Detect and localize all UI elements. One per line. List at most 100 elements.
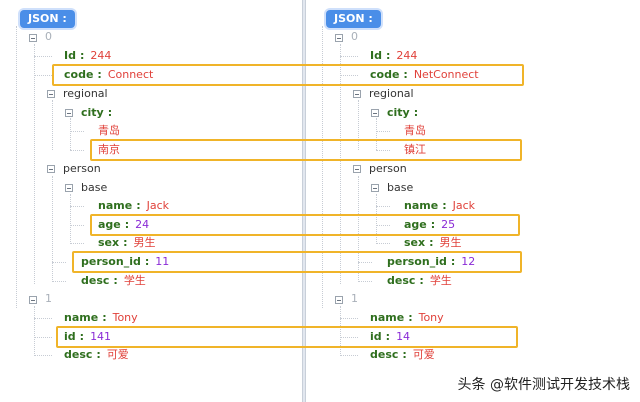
city-value: 青岛 xyxy=(404,124,426,137)
field-age: age:24 xyxy=(98,217,149,233)
field-value: 男生 xyxy=(133,236,156,249)
tree-guide xyxy=(340,355,358,356)
field-name: name: Jack xyxy=(404,198,475,214)
field-colon: : xyxy=(385,49,391,62)
field-key: sex xyxy=(98,236,120,249)
object-key-regional: regional xyxy=(63,87,108,100)
field-key: name xyxy=(404,199,439,212)
collapse-toggle-icon[interactable] xyxy=(47,165,55,173)
tree-guide xyxy=(52,100,53,150)
field-key: id xyxy=(64,330,76,343)
field-key: name xyxy=(370,311,405,324)
tree-guide xyxy=(376,194,377,244)
json-root-label[interactable]: JSON : xyxy=(326,10,381,28)
collapse-toggle-icon[interactable] xyxy=(371,109,379,117)
tree-guide xyxy=(358,176,359,282)
field-colon: : xyxy=(124,218,130,231)
field-desc: desc:学生 xyxy=(387,273,452,289)
field-key: person_id xyxy=(387,255,447,268)
field-person-id: person_id:11 xyxy=(81,254,169,270)
array-index: 1 xyxy=(351,292,358,305)
field-key: Id xyxy=(64,49,76,62)
tree-guide xyxy=(376,131,390,132)
collapse-toggle-icon[interactable] xyxy=(29,296,37,304)
collapse-toggle-icon[interactable] xyxy=(65,109,73,117)
field-value: Jack xyxy=(452,199,475,212)
field-colon: : xyxy=(403,68,408,81)
tree-guide xyxy=(70,118,71,150)
tree-guide xyxy=(34,75,52,76)
field-key: age xyxy=(98,218,121,231)
object-key-base: base xyxy=(387,181,414,194)
array-key-city: city: xyxy=(387,105,424,121)
field-key: desc xyxy=(81,274,110,287)
tree-guide xyxy=(340,44,341,284)
field-key: desc xyxy=(387,274,416,287)
watermark-text: 头条 @软件测试开发技术栈 xyxy=(457,377,630,393)
city-value: 青岛 xyxy=(98,124,120,137)
tree-guide xyxy=(340,306,341,356)
field-key: sex xyxy=(404,236,426,249)
right-json-tree: JSON : 0 Id:244 code:NetConnect regional… xyxy=(306,0,640,402)
tree-guide xyxy=(16,26,17,308)
field-colon: : xyxy=(442,199,447,212)
tree-guide xyxy=(322,26,323,308)
collapse-toggle-icon[interactable] xyxy=(353,165,361,173)
array-key-city: city: xyxy=(81,105,118,121)
tree-guide xyxy=(358,100,359,150)
field-value: 244 xyxy=(396,49,418,62)
tree-guide xyxy=(358,262,372,263)
array-index: 1 xyxy=(45,292,52,305)
field-person-id: person_id:12 xyxy=(387,254,475,270)
collapse-toggle-icon[interactable] xyxy=(29,34,37,42)
collapse-toggle-icon[interactable] xyxy=(65,184,73,192)
collapse-toggle-icon[interactable] xyxy=(371,184,379,192)
field-colon: : xyxy=(79,330,85,343)
tree-guide xyxy=(34,355,52,356)
field-key: desc xyxy=(370,348,399,361)
field-value: 14 xyxy=(396,330,411,343)
object-key-regional: regional xyxy=(369,87,414,100)
tree-guide xyxy=(376,118,377,150)
field-key: desc xyxy=(64,348,93,361)
field-key: id xyxy=(370,330,382,343)
field-colon: : xyxy=(385,330,391,343)
field-colon: : xyxy=(107,106,113,119)
city-value: 南京 xyxy=(98,143,120,156)
field-value: 141 xyxy=(90,330,112,343)
field-value: 11 xyxy=(155,255,170,268)
field-age: age:25 xyxy=(404,217,455,233)
field-code: code:NetConnect xyxy=(370,67,479,83)
pane-splitter[interactable] xyxy=(302,0,306,402)
field-value: 25 xyxy=(441,218,456,231)
tree-guide xyxy=(34,337,52,338)
field-colon: : xyxy=(419,274,424,287)
city-value: 镇江 xyxy=(404,143,426,156)
collapse-toggle-icon[interactable] xyxy=(335,34,343,42)
json-root-label[interactable]: JSON : xyxy=(20,10,75,28)
field-key: age xyxy=(404,218,427,231)
tree-guide xyxy=(70,194,71,244)
collapse-toggle-icon[interactable] xyxy=(335,296,343,304)
tree-guide xyxy=(34,306,35,356)
field-key: code xyxy=(370,68,400,81)
array-index: 0 xyxy=(351,30,358,43)
tree-guide xyxy=(52,262,66,263)
tree-guide xyxy=(70,243,84,244)
collapse-toggle-icon[interactable] xyxy=(47,90,55,98)
field-key: person_id xyxy=(81,255,141,268)
field-colon: : xyxy=(429,236,434,249)
field-value: Jack xyxy=(146,199,169,212)
field-desc: desc:学生 xyxy=(81,273,146,289)
tree-guide xyxy=(34,56,52,57)
field-colon: : xyxy=(113,274,118,287)
array-index: 0 xyxy=(45,30,52,43)
field-id: Id:244 xyxy=(370,48,417,64)
collapse-toggle-icon[interactable] xyxy=(353,90,361,98)
tree-guide xyxy=(34,44,35,284)
field-colon: : xyxy=(79,49,85,62)
tree-guide xyxy=(376,225,390,226)
diff-highlight-age xyxy=(90,214,520,236)
field-colon: : xyxy=(102,311,107,324)
tree-guide xyxy=(376,206,390,207)
